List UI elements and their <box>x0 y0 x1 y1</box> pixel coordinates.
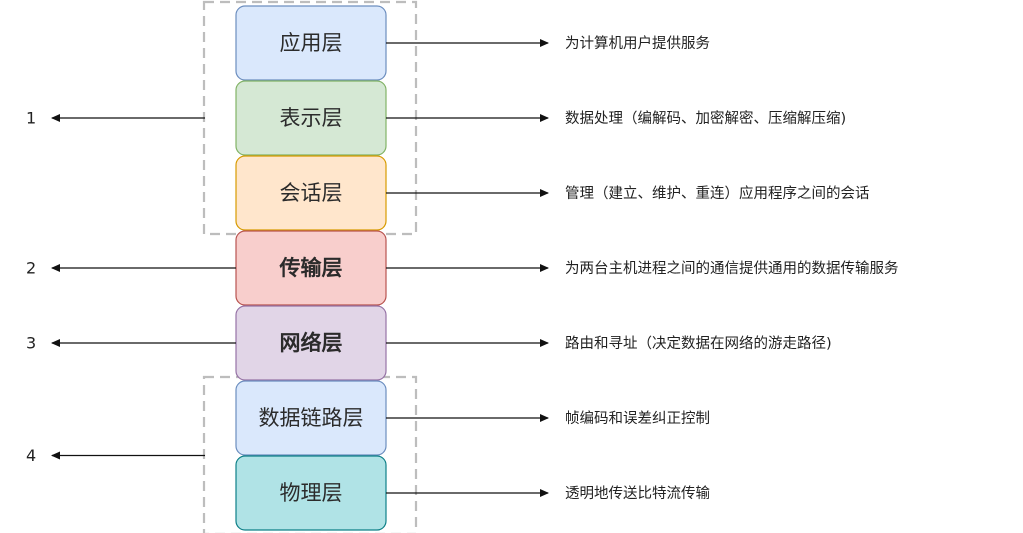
layer-2: 会话层 管理（建立、维护、重连）应用程序之间的会话 <box>235 155 870 231</box>
layer-4: 网络层 路由和寻址（决定数据在网络的游走路径) <box>235 305 832 381</box>
layer-1: 表示层 数据处理（编解码、加密解密、压缩解压缩) <box>235 80 846 156</box>
group-number-4: 4 <box>26 446 205 465</box>
layer-description: 为计算机用户提供服务 <box>565 35 710 52</box>
layer-label: 物理层 <box>280 481 343 505</box>
group-number-label: 2 <box>26 259 36 278</box>
layer-6: 物理层 透明地传送比特流传输 <box>235 455 710 531</box>
layer-description: 透明地传送比特流传输 <box>565 485 710 502</box>
group-number-label: 3 <box>26 334 36 353</box>
layer-0: 应用层 为计算机用户提供服务 <box>235 5 710 81</box>
group-numbers: 1 2 3 4 <box>26 109 236 465</box>
layer-label: 数据链路层 <box>259 406 364 430</box>
layer-label: 网络层 <box>280 331 343 355</box>
group-number-1: 1 <box>26 109 205 128</box>
layer-label: 表示层 <box>280 106 343 130</box>
group-number-2: 2 <box>26 259 236 278</box>
layer-description: 帧编码和误差纠正控制 <box>565 410 710 427</box>
layer-3: 传输层 为两台主机进程之间的通信提供通用的数据传输服务 <box>235 230 899 306</box>
layer-5: 数据链路层 帧编码和误差纠正控制 <box>235 380 710 456</box>
layer-description: 为两台主机进程之间的通信提供通用的数据传输服务 <box>565 260 899 277</box>
group-number-label: 4 <box>26 446 36 465</box>
layer-description: 管理（建立、维护、重连）应用程序之间的会话 <box>565 184 870 202</box>
layer-description: 数据处理（编解码、加密解密、压缩解压缩) <box>565 110 846 127</box>
group-number-label: 1 <box>26 109 36 128</box>
group-number-3: 3 <box>26 334 236 353</box>
layer-description: 路由和寻址（决定数据在网络的游走路径) <box>565 335 832 352</box>
layer-label: 会话层 <box>280 181 343 205</box>
layer-label: 传输层 <box>279 256 343 280</box>
layer-label: 应用层 <box>280 31 343 55</box>
